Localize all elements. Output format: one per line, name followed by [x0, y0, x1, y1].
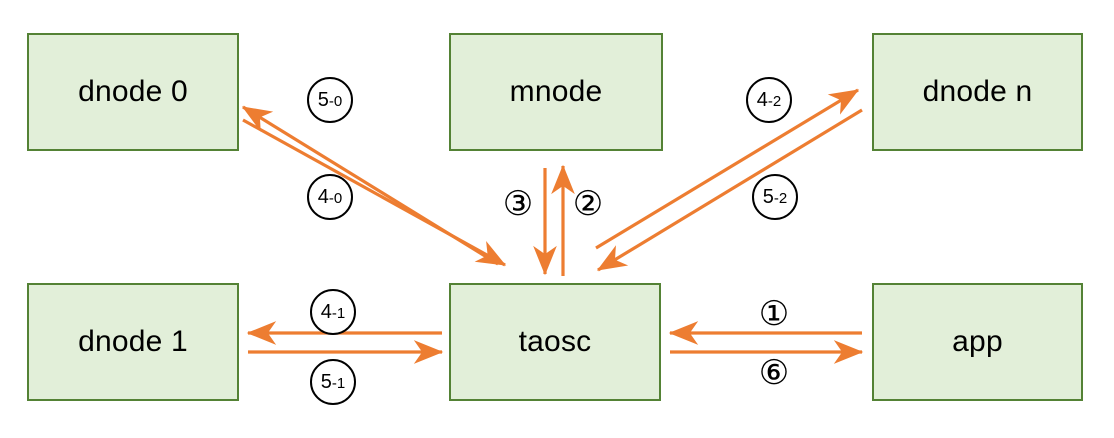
node-mnode[interactable]: mnode: [449, 33, 663, 151]
step-badge-main: 4: [756, 89, 768, 111]
node-taosc[interactable]: taosc: [449, 283, 661, 401]
edge-5-2: [596, 108, 863, 272]
step-badge-4-0: 4-0: [307, 174, 353, 220]
step-badge-main: 4: [317, 186, 329, 208]
step-badge-5-1: 5-1: [310, 359, 356, 405]
node-label: taosc: [518, 325, 592, 358]
step-badge-main: 5: [317, 89, 329, 111]
node-label: dnode 1: [78, 325, 188, 358]
step-badge-sub: -2: [767, 93, 782, 110]
node-app[interactable]: app: [872, 283, 1083, 401]
step-badge-sub: -0: [328, 190, 343, 207]
node-label: mnode: [509, 75, 603, 108]
step-badge-4-1: 4-1: [310, 289, 356, 335]
step-badge-6: ⑥: [758, 353, 790, 393]
step-badge-3: ③: [502, 184, 534, 224]
step-badge-main: 5: [320, 371, 332, 393]
step-badge-1: ①: [758, 294, 790, 334]
step-badge-sub: -2: [773, 190, 788, 207]
edge-4-2: [595, 88, 860, 250]
step-badge-5-0: 5-0: [307, 77, 353, 123]
step-badge-4-2: 4-2: [746, 77, 792, 123]
step-badge-sub: -1: [331, 375, 346, 392]
node-dnode0[interactable]: dnode 0: [27, 33, 239, 151]
node-label: dnode n: [922, 75, 1033, 108]
edge-4-0: [242, 118, 507, 267]
step-badge-main: 4: [320, 301, 332, 323]
node-label: app: [952, 325, 1003, 358]
step-badge-sub: -0: [328, 93, 343, 110]
node-dnode1[interactable]: dnode 1: [27, 283, 239, 401]
node-dnoden[interactable]: dnode n: [872, 33, 1083, 151]
node-label: dnode 0: [78, 75, 188, 108]
step-badge-5-2: 5-2: [752, 174, 798, 220]
step-badge-sub: -1: [331, 305, 346, 322]
step-badge-main: 5: [762, 186, 774, 208]
step-badge-2: ②: [572, 184, 604, 224]
